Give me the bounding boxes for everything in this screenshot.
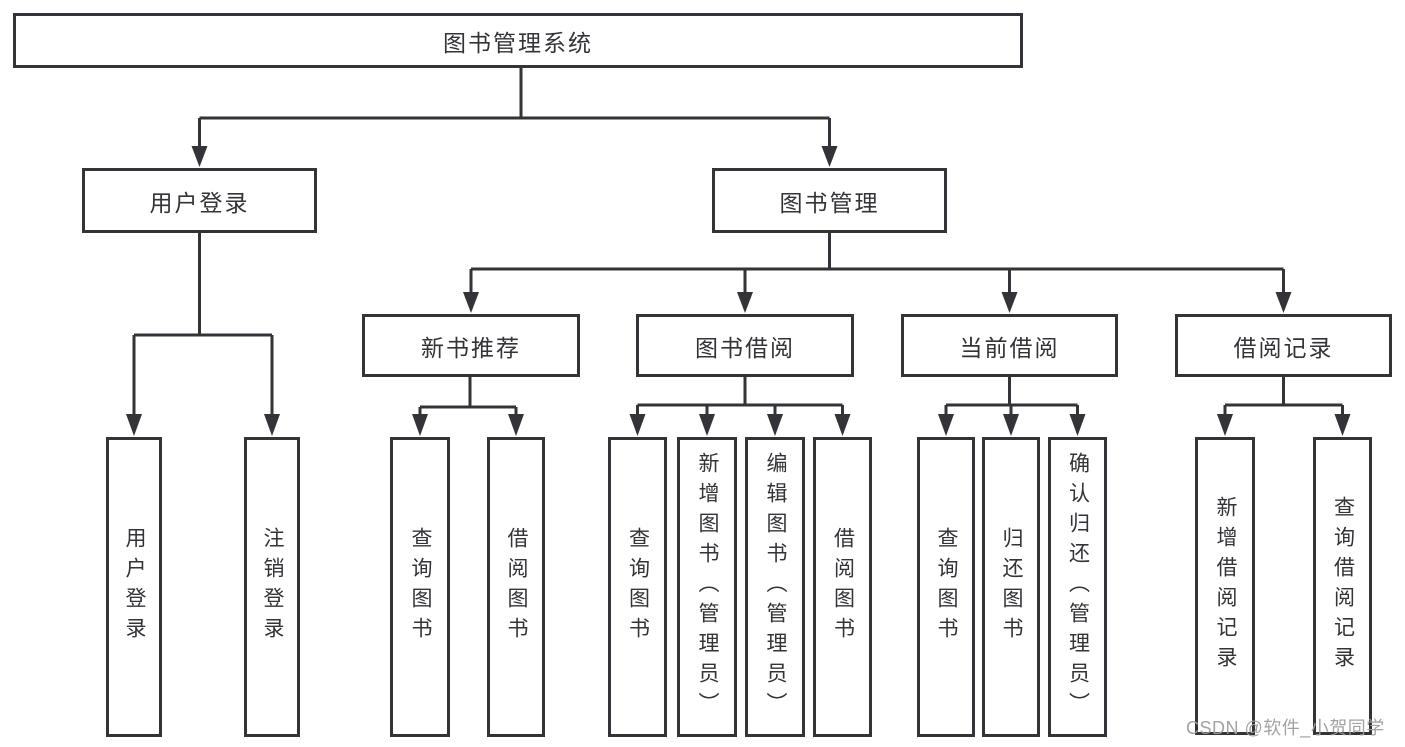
leaf-borrow-books-borrow-label: 借阅图书 (831, 527, 855, 647)
leaf-query-books-borrow: 查询图书 (608, 437, 667, 737)
node-book-borrow: 图书借阅 (636, 314, 854, 377)
arrowheads-leaves (126, 414, 1351, 436)
leaf-borrow-books-newbooks: 借阅图书 (487, 437, 545, 737)
node-current-borrow-label: 当前借阅 (959, 334, 1060, 361)
node-root: 图书管理系统 (13, 13, 1023, 68)
node-user-login: 用户登录 (82, 168, 317, 233)
connector-current-borrow-split (944, 377, 1079, 415)
leaf-borrow-books-newbooks-label: 借阅图书 (505, 527, 528, 647)
leaf-query-books-current-label: 查询图书 (935, 527, 958, 647)
watermark: CSDN @软件_小贺同学 (1186, 718, 1385, 738)
leaf-add-borrow-record-label: 新增借阅记录 (1214, 496, 1237, 676)
node-book-mgmt-label: 图书管理 (779, 189, 880, 216)
connector-book-mgmt-split (469, 233, 1285, 294)
leaf-query-borrow-record: 查询借阅记录 (1313, 437, 1372, 735)
node-borrow-records-label: 借阅记录 (1233, 334, 1334, 361)
connector-borrow-records-split (1223, 377, 1344, 415)
leaf-return-books-label: 归还图书 (1000, 527, 1023, 647)
leaf-confirm-return-admin-label: 确认归还（管理员） (1066, 452, 1090, 722)
connector-user-login-split (132, 233, 274, 415)
connector-new-books-split (418, 377, 518, 415)
leaf-logout-label: 注销登录 (261, 527, 284, 647)
node-book-borrow-label: 图书借阅 (695, 334, 795, 361)
node-current-borrow: 当前借阅 (901, 314, 1118, 377)
arrowheads-level2 (191, 146, 838, 167)
leaf-logout: 注销登录 (244, 437, 300, 737)
node-book-mgmt: 图书管理 (712, 168, 947, 233)
leaf-user-login-label: 用户登录 (123, 527, 146, 647)
leaf-return-books: 归还图书 (982, 437, 1040, 737)
connector-root-split (198, 68, 831, 148)
leaf-query-books-newbooks: 查询图书 (390, 437, 450, 737)
leaf-borrow-books-borrow: 借阅图书 (813, 437, 872, 737)
leaf-query-books-current: 查询图书 (917, 437, 975, 737)
leaf-query-books-borrow-label: 查询图书 (626, 527, 650, 647)
node-user-login-label: 用户登录 (149, 189, 250, 216)
leaf-user-login: 用户登录 (106, 437, 162, 737)
leaf-add-books-admin-label: 新增图书（管理员） (696, 452, 719, 722)
node-borrow-records: 借阅记录 (1175, 314, 1392, 377)
connector-book-borrow-split (636, 377, 844, 415)
node-root-label: 图书管理系统 (443, 29, 593, 56)
node-new-books-label: 新书推荐 (421, 334, 521, 361)
leaf-query-borrow-record-label: 查询借阅记录 (1331, 496, 1355, 676)
leaf-edit-books-admin: 编辑图书（管理员） (745, 437, 805, 737)
node-new-books: 新书推荐 (362, 314, 580, 377)
leaf-query-books-newbooks-label: 查询图书 (409, 527, 432, 647)
leaf-confirm-return-admin: 确认归还（管理员） (1048, 437, 1107, 737)
leaf-add-borrow-record: 新增借阅记录 (1195, 437, 1255, 735)
leaf-edit-books-admin-label: 编辑图书（管理员） (764, 452, 787, 722)
arrowheads-level3 (463, 292, 1292, 313)
leaf-add-books-admin: 新增图书（管理员） (677, 437, 737, 737)
